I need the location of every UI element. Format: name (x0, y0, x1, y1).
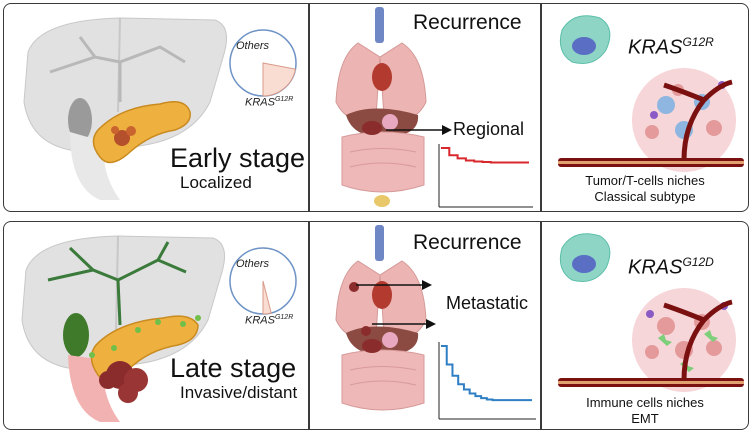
stage-title: Early stage (170, 143, 306, 173)
body-organs-illustration (335, 225, 427, 411)
kras-proportion-pie (229, 247, 297, 315)
niche-line-1: Immune cells niches (586, 395, 704, 410)
survival-curve (438, 144, 533, 208)
survival-curve-line (441, 345, 532, 402)
recurrence-arrow (372, 319, 436, 329)
pie-kras-label: KRASG12R (245, 96, 294, 109)
niche-line-2: Classical subtype (594, 189, 696, 204)
pie-kras-label: KRASG12R (245, 314, 294, 327)
stage-subtitle: Invasive/distant (180, 383, 298, 402)
recurrence-title: Recurrence (413, 231, 522, 254)
liver-pancreas-illustration (21, 235, 225, 422)
pie-others-label: Others (236, 258, 270, 270)
panel-divider (308, 222, 310, 429)
recurrence-type: Regional (453, 119, 525, 139)
late-stage-panel: Others KRASG12R Late stage Invasive/dist… (3, 221, 749, 430)
recurrence-arrow (386, 125, 452, 135)
pie-slice-kras (262, 62, 297, 97)
pancreas (92, 101, 191, 164)
kras-proportion-pie (229, 29, 297, 97)
tumor-niche-illustration (558, 233, 744, 392)
pie-others-label: Others (236, 40, 270, 52)
panel-divider (540, 4, 542, 211)
niche-line-2: EMT (631, 411, 659, 426)
mutation-label: KRASG12R (628, 35, 714, 59)
body-organs-illustration (335, 7, 427, 207)
niche-line-1: Tumor/T-cells niches (585, 173, 705, 188)
panel-divider (308, 4, 310, 211)
recurrence-arrow (356, 280, 432, 290)
pie-slice-kras (262, 280, 272, 315)
stage-title: Late stage (170, 353, 297, 383)
early-stage-panel: Others KRASG12R Early stage Localized Re… (3, 3, 749, 212)
recurrence-type: Metastatic (446, 293, 529, 313)
mutation-label: KRASG12D (628, 255, 714, 279)
recurrence-title: Recurrence (413, 11, 522, 34)
panel-divider (540, 222, 542, 429)
survival-curve-line (441, 147, 529, 164)
survival-curve (438, 342, 536, 420)
liver-pancreas-illustration (23, 17, 227, 200)
tumor-niche-illustration (558, 15, 744, 172)
stage-subtitle: Localized (180, 173, 252, 192)
